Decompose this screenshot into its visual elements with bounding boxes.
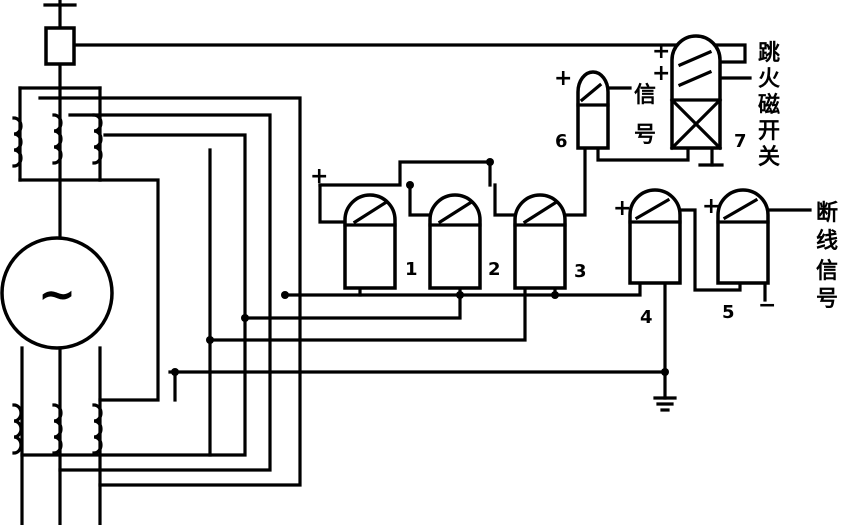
relay-5: 5 + − [702, 188, 776, 323]
relay-7-number: 7 [734, 131, 747, 152]
phase-lines [18, 0, 102, 525]
relay-7-plus-1: + [652, 39, 670, 64]
label-char: 线 [816, 228, 838, 254]
current-transformers-top [12, 113, 103, 168]
relay-6-plus: + [554, 66, 572, 91]
relay-1: 1 [343, 193, 418, 290]
junction-dots [171, 158, 669, 376]
breaker-label-7: 跳 火 磁 开 关 [758, 40, 780, 170]
relay-2: 2 [428, 193, 501, 290]
relay-4-plus: + [613, 196, 631, 221]
label-char: 号 [634, 123, 656, 148]
generator-symbol: ~ [38, 267, 77, 321]
relay-3: 3 [513, 193, 587, 290]
label-char: 开 [758, 119, 780, 144]
relay-5-minus: − [758, 293, 776, 318]
label-char: 火 [758, 67, 780, 92]
relay-7-plus-2: + [652, 61, 670, 86]
current-transformers-bottom [12, 403, 103, 455]
relay-4: 4 + [613, 188, 682, 328]
relay-3-number: 3 [574, 261, 587, 282]
relay-6-number: 6 [555, 131, 568, 152]
relay-6: 6 + [554, 66, 610, 152]
relay-4-number: 4 [640, 307, 653, 328]
label-char: 断 [816, 200, 838, 226]
fuse-box [44, 26, 76, 66]
label-char: 信 [816, 258, 838, 284]
relay-2-number: 2 [488, 259, 501, 280]
signal-label-6: 信 号 [634, 82, 656, 148]
label-char: 号 [816, 287, 838, 312]
label-char: 跳 [758, 40, 780, 66]
generator: ~ [0, 236, 114, 350]
relay-5-plus: + [702, 194, 720, 219]
label-char: 磁 [758, 92, 780, 118]
label-char: 关 [758, 145, 780, 170]
bus-plus: + [310, 164, 328, 189]
relay-1-number: 1 [405, 259, 418, 280]
relay-7-breaker: 7 + + [652, 34, 747, 152]
label-char: 信 [634, 82, 656, 108]
secondary-wiring [20, 43, 812, 487]
relay-5-number: 5 [722, 302, 735, 323]
disconnect-signal-label: 断 线 信 号 [816, 200, 838, 312]
